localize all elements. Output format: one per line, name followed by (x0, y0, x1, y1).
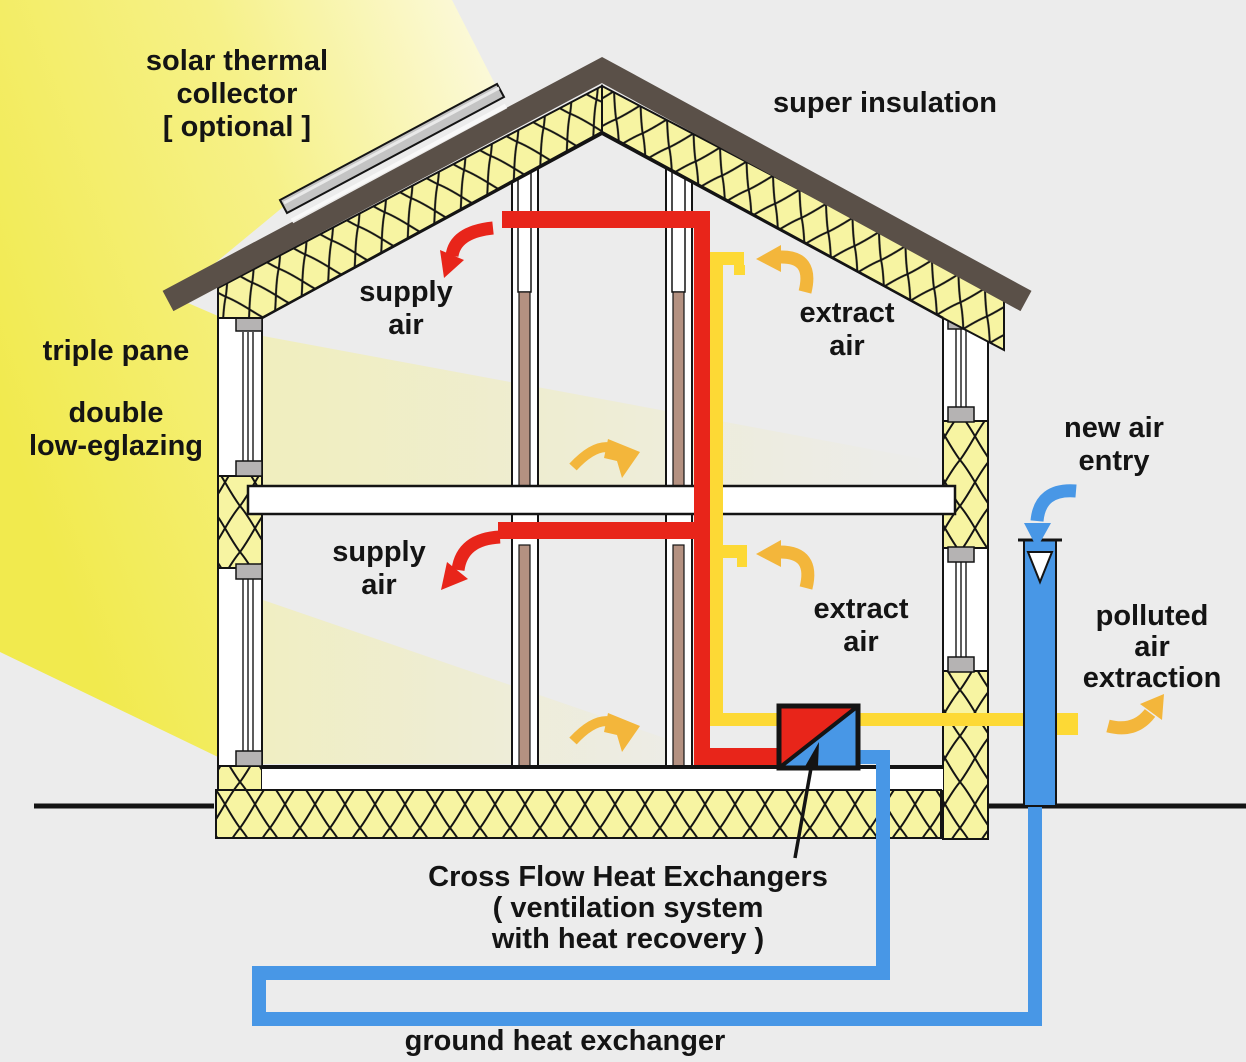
label-line: [ optional ] (162, 111, 312, 143)
heat-exchanger-box (776, 703, 861, 771)
ground-loop-pipe (252, 750, 1042, 1026)
solar-panel (278, 82, 508, 224)
fresh-air-tower (1018, 538, 1062, 807)
supply-air-arrow-lower (441, 530, 501, 590)
supply-air-arrow-upper (440, 221, 494, 278)
label-line: entry (1078, 445, 1150, 477)
label-extract-air-lower: extract air (813, 593, 908, 659)
sunbeam (0, 0, 497, 757)
label-line: new air (1064, 412, 1164, 444)
tower-inlet-icon (1026, 551, 1054, 585)
hx-pointer-line (793, 742, 819, 859)
label-line: extraction (1082, 662, 1222, 694)
label-line: triple pane (42, 335, 190, 367)
label-line: super insulation (773, 87, 997, 119)
interior-wall-left (511, 164, 539, 767)
floor-slab (246, 484, 957, 516)
label-supply-air-upper: supply air (359, 276, 452, 342)
stud (672, 291, 685, 487)
label-polluted-air: polluted air extraction (1083, 601, 1222, 694)
triple-pane-window-lower-left (235, 563, 263, 767)
label-line: extract (799, 297, 895, 329)
label-super-insulation: super insulation (773, 87, 997, 120)
label-line: air (388, 309, 424, 341)
sunbeam-room-upper (263, 336, 940, 514)
label-line: polluted (1095, 600, 1209, 632)
polluted-air-arrow (1106, 694, 1164, 735)
label-supply-air-lower: supply air (332, 536, 425, 602)
label-new-air-entry: new air entry (1064, 412, 1164, 478)
new-air-arrow (1024, 484, 1077, 548)
ground-floor (215, 765, 943, 839)
right-wall (942, 299, 989, 840)
supply-air-duct (498, 211, 785, 765)
label-line: air (829, 330, 865, 362)
label-line: air (361, 569, 397, 601)
label-glazing: double low-eglazing (29, 397, 203, 463)
label-line: low-eglazing (29, 430, 203, 462)
label-heat-exchanger: Cross Flow Heat Exchangers ( ventilation… (428, 862, 828, 955)
floor-insulation (215, 789, 942, 839)
label-extract-air-upper: extract air (799, 297, 894, 363)
label-line: Cross Flow Heat Exchangers (428, 861, 828, 893)
label-ground-heat-exchanger: ground heat exchanger (405, 1025, 726, 1058)
label-line: with heat recovery ) (491, 923, 765, 955)
left-wall (217, 299, 263, 839)
roof (162, 56, 1032, 352)
wall-insulation-right-base (942, 670, 989, 840)
label-line: air (843, 626, 879, 658)
stud (518, 544, 531, 767)
label-line: ( ventilation system (492, 892, 764, 924)
stud (518, 291, 531, 487)
label-solar-collector: solar thermal collector [ optional ] (146, 45, 328, 144)
wall-insulation-right-mid (942, 420, 989, 549)
triple-pane-window-upper-left (235, 315, 263, 477)
label-triple-pane: triple pane (43, 335, 190, 368)
extract-air-arrow-lower (756, 540, 815, 590)
interior-wall-right (665, 164, 693, 767)
room-airflow-arrow-upper (569, 439, 640, 478)
label-line: double (68, 397, 164, 429)
label-line: collector (176, 78, 298, 110)
room-airflow-arrow-lower (569, 713, 640, 752)
label-line: solar thermal (145, 45, 329, 77)
label-line: ground heat exchanger (404, 1025, 726, 1057)
label-line: extract (813, 593, 909, 625)
roof-cladding (162, 56, 1032, 312)
extract-air-arrow-upper (756, 245, 814, 294)
triple-pane-window-lower-right (947, 546, 975, 673)
ceiling-line (261, 130, 944, 320)
label-line: supply (332, 536, 426, 568)
label-line: air (1134, 631, 1170, 663)
stud (672, 544, 685, 767)
label-line: supply (359, 276, 453, 308)
